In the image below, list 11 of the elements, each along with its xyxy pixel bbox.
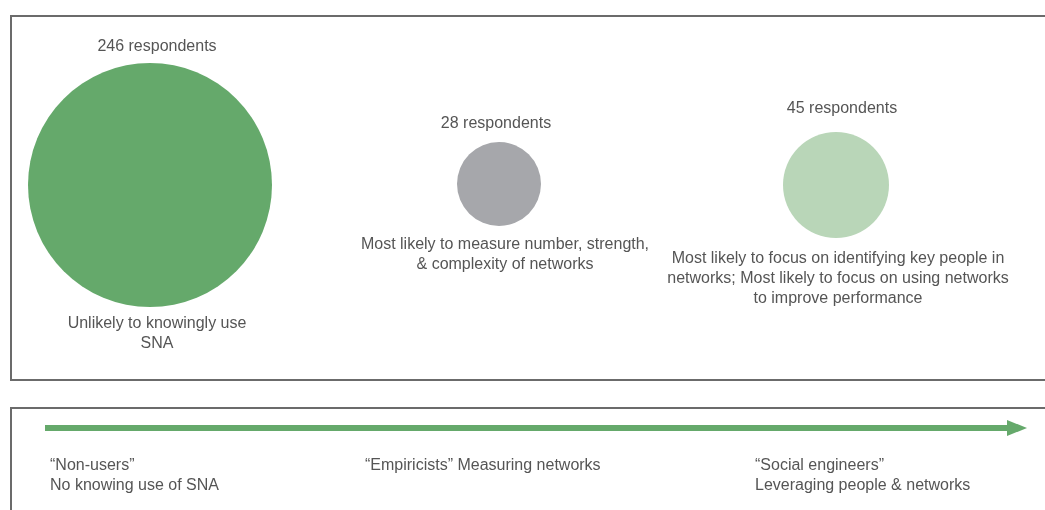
category-label: “Non-users”	[50, 455, 135, 475]
description-text: Unlikely to knowingly use SNA	[66, 313, 248, 353]
category-label: No knowing use of SNA	[50, 475, 219, 495]
count-label: 28 respondents	[440, 113, 552, 133]
category-label: “Empiricists” Measuring networks	[365, 455, 601, 475]
description-text: Most likely to measure number, strength, & complexity of networks	[359, 234, 651, 274]
count-label: 45 respondents	[786, 98, 898, 118]
description-text: Most likely to focus on identifying key people in networks; Most likely to focus on using networks to improve performance	[666, 248, 1010, 308]
category-label: Leveraging people & networks	[755, 475, 971, 495]
category-label: “Social engineers”	[755, 455, 884, 475]
count-label: 246 respondents	[97, 36, 217, 56]
